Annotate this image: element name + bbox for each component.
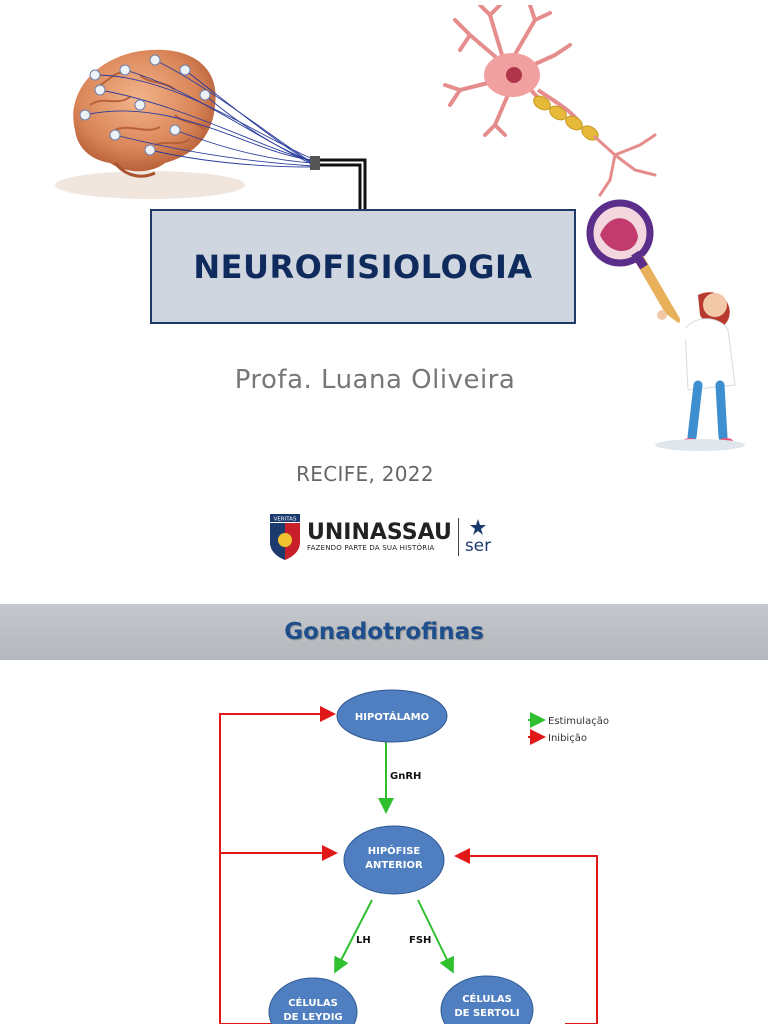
shield-text: VERITAS <box>274 517 297 523</box>
neuron-scientist-illustration <box>443 5 745 451</box>
place-year: RECIFE, 2022 <box>296 462 434 486</box>
node-leydig-cells: CÉLULAS DE LEYDIG <box>268 977 358 1024</box>
node-pituitary-label-2: ANTERIOR <box>365 860 423 871</box>
node-sertoli-label-1: CÉLULAS <box>462 992 512 1005</box>
slide-header: Gonadotrofinas <box>0 604 768 660</box>
node-pituitary-label-1: HIPÓFISE <box>368 844 421 857</box>
node-hypothalamus: HIPOTÁLAMO <box>336 689 448 743</box>
node-anterior-pituitary: HIPÓFISE ANTERIOR <box>343 825 445 895</box>
slide-header-title: Gonadotrofinas <box>284 619 484 645</box>
logo-ser: ser <box>464 536 492 556</box>
eeg-brain-illustration <box>55 49 367 215</box>
logo-name: UNINASSAU <box>307 520 452 545</box>
myelin-sheath <box>533 95 599 141</box>
legend-stim-label: Estimulação <box>548 716 609 727</box>
title-slide: NEUROFISIOLOGIA Profa. Luana Oliveira RE… <box>55 5 745 562</box>
feedback-diagram: HIPOTÁLAMO HIPÓFISE ANTERIOR CÉLULAS DE … <box>219 689 609 1024</box>
title-box: NEUROFISIOLOGIA <box>150 209 576 324</box>
author-name: Profa. Luana Oliveira <box>234 365 516 395</box>
inhibition-loop-right <box>454 848 598 1024</box>
brain-shape <box>73 49 216 172</box>
gonadotropins-slide: Gonadotrofinas HIPOTÁLAMO HIPÓFISE ANTER… <box>0 604 768 1024</box>
magnifier <box>586 199 680 325</box>
logo-tagline: FAZENDO PARTE DA SUA HISTÓRIA <box>307 544 435 552</box>
edge-label-fsh: FSH <box>409 935 431 946</box>
inhibition-loop-left <box>219 706 336 1024</box>
lh-arrow <box>334 899 373 974</box>
fsh-arrow <box>417 899 454 974</box>
logo-divider <box>457 518 459 556</box>
node-sertoli-cells: CÉLULAS DE SERTOLI <box>440 975 534 1024</box>
node-hypothalamus-label: HIPOTÁLAMO <box>355 710 429 723</box>
cable-connector <box>310 156 320 170</box>
neuron-nucleus <box>506 67 522 83</box>
edge-label-gnrh: GnRH <box>390 771 421 782</box>
shield-icon: VERITAS <box>270 514 300 560</box>
node-sertoli-label-2: DE SERTOLI <box>454 1008 519 1019</box>
legend: Estimulação Inibição <box>528 712 609 745</box>
brain-shadow <box>55 171 245 199</box>
legend-inhib-label: Inibição <box>548 733 587 744</box>
slide-title: NEUROFISIOLOGIA <box>193 247 533 286</box>
node-leydig-label-2: DE LEYDIG <box>283 1012 342 1023</box>
slide-separator <box>0 580 768 604</box>
eeg-electrodes <box>79 54 211 156</box>
star-person-icon <box>469 519 486 535</box>
axon-terminals <box>593 133 657 197</box>
scientist <box>655 292 745 451</box>
edge-label-lh: LH <box>356 935 371 946</box>
eeg-wires <box>84 59 314 168</box>
node-leydig-label-1: CÉLULAS <box>288 996 338 1009</box>
uninassau-logo: VERITAS UNINASSAU FAZENDO PARTE DA SUA H… <box>268 512 491 562</box>
